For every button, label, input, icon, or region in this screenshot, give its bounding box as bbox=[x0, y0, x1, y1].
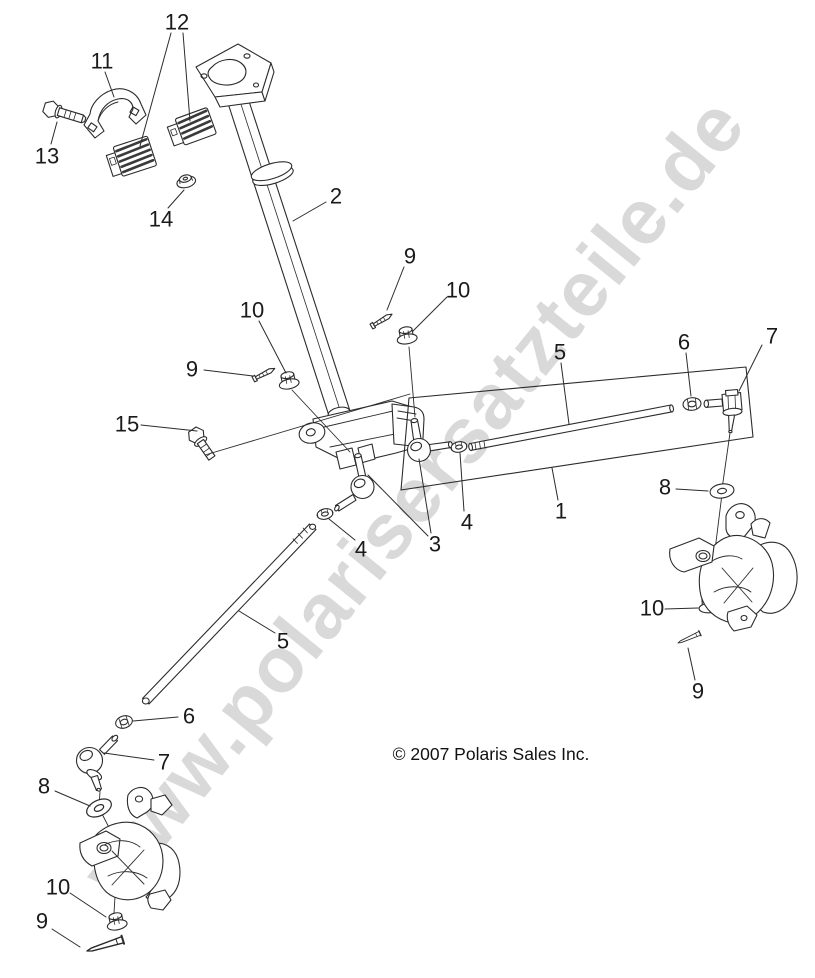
callout-label: 7 bbox=[158, 750, 170, 775]
steering-knuckle-left bbox=[79, 786, 181, 911]
callout-label: 9 bbox=[692, 679, 704, 704]
callout-label: 7 bbox=[766, 324, 778, 349]
leader-line bbox=[328, 518, 356, 541]
leader-line bbox=[54, 790, 91, 807]
callout-label: 10 bbox=[446, 278, 470, 303]
leader-line bbox=[685, 352, 692, 397]
washer-right bbox=[708, 481, 736, 501]
leader-line bbox=[103, 752, 155, 761]
callout-label: 3 bbox=[429, 532, 441, 557]
leader-line bbox=[104, 71, 115, 98]
hex-nut-right bbox=[681, 396, 703, 412]
callout-label: 9 bbox=[36, 909, 48, 934]
clamp-nut bbox=[176, 174, 197, 189]
column-mount-clamp bbox=[83, 88, 147, 139]
leader-line bbox=[139, 32, 172, 147]
leader-line bbox=[140, 424, 198, 432]
washer-left bbox=[83, 794, 115, 822]
column-collar bbox=[250, 161, 294, 186]
flange-nut-10b bbox=[276, 369, 301, 392]
inner-tie-rod-end-upper bbox=[406, 417, 453, 463]
leader-line bbox=[675, 488, 709, 492]
leader-line bbox=[69, 892, 107, 918]
leader-line bbox=[258, 320, 287, 374]
leader-line bbox=[738, 344, 763, 392]
screw-9b bbox=[251, 365, 277, 383]
tie-rod-left bbox=[141, 523, 317, 705]
cotter-pin-right bbox=[676, 630, 702, 647]
callout-label: 9 bbox=[404, 244, 416, 269]
outer-tie-rod-end-right bbox=[703, 388, 743, 434]
leader-line bbox=[560, 362, 570, 425]
callout-label: 1 bbox=[555, 499, 567, 524]
screw-9a bbox=[369, 311, 395, 330]
callout-label: 4 bbox=[355, 537, 367, 562]
leader-line bbox=[459, 452, 465, 512]
leader-line bbox=[367, 474, 429, 537]
leader-line bbox=[50, 121, 58, 145]
callout-label: 8 bbox=[659, 475, 671, 500]
cotter-pin-left bbox=[84, 934, 126, 957]
callout-label: 8 bbox=[38, 774, 50, 799]
column-bushing-a bbox=[105, 135, 157, 177]
callout-label: 6 bbox=[678, 330, 690, 355]
jam-nut-left bbox=[315, 506, 335, 522]
callout-label: 9 bbox=[186, 357, 198, 382]
jam-nut-right bbox=[449, 439, 469, 455]
clamp-bolt bbox=[42, 100, 87, 124]
tie-rod-right bbox=[468, 404, 675, 452]
tie-rod-assembly-box bbox=[400, 366, 754, 491]
steering-knuckle-right bbox=[669, 503, 798, 632]
steering-column bbox=[195, 43, 425, 470]
outer-tie-rod-end-left bbox=[75, 734, 119, 792]
hex-nut-left bbox=[113, 713, 135, 731]
callout-label: 11 bbox=[91, 49, 114, 74]
callout-label: 6 bbox=[183, 704, 195, 729]
callout-label: 15 bbox=[115, 412, 139, 437]
pinch-bolt bbox=[188, 426, 216, 461]
leader-line bbox=[412, 296, 448, 332]
callout-label: 10 bbox=[46, 875, 70, 900]
copyright-text: © 2007 Polaris Sales Inc. bbox=[392, 744, 590, 764]
leader-line bbox=[167, 189, 185, 209]
callout-label: 4 bbox=[461, 510, 473, 535]
callout-label: 13 bbox=[35, 144, 59, 169]
leader-line bbox=[687, 647, 696, 681]
leader-line bbox=[238, 610, 276, 634]
callout-label: 12 bbox=[165, 10, 189, 35]
leader-line bbox=[292, 201, 327, 222]
column-bushing-b bbox=[166, 107, 217, 147]
leader-line bbox=[386, 266, 405, 311]
leader-line bbox=[664, 607, 699, 610]
leader-line bbox=[203, 369, 254, 377]
callout-label: 10 bbox=[640, 596, 664, 621]
flange-nut-10-left bbox=[104, 910, 129, 933]
callout-label: 5 bbox=[277, 629, 289, 654]
leader-line bbox=[51, 928, 81, 948]
inner-tie-rod-end-lower bbox=[334, 453, 375, 512]
leader-line bbox=[551, 467, 559, 501]
flange-nut-10a bbox=[394, 324, 419, 346]
callout-label: 10 bbox=[240, 298, 264, 323]
leader-line bbox=[418, 458, 432, 534]
leader-line bbox=[132, 716, 179, 722]
callout-label: 14 bbox=[149, 207, 173, 232]
callout-label: 2 bbox=[330, 184, 342, 209]
leader-line bbox=[182, 32, 191, 122]
callout-label: 5 bbox=[554, 340, 566, 365]
